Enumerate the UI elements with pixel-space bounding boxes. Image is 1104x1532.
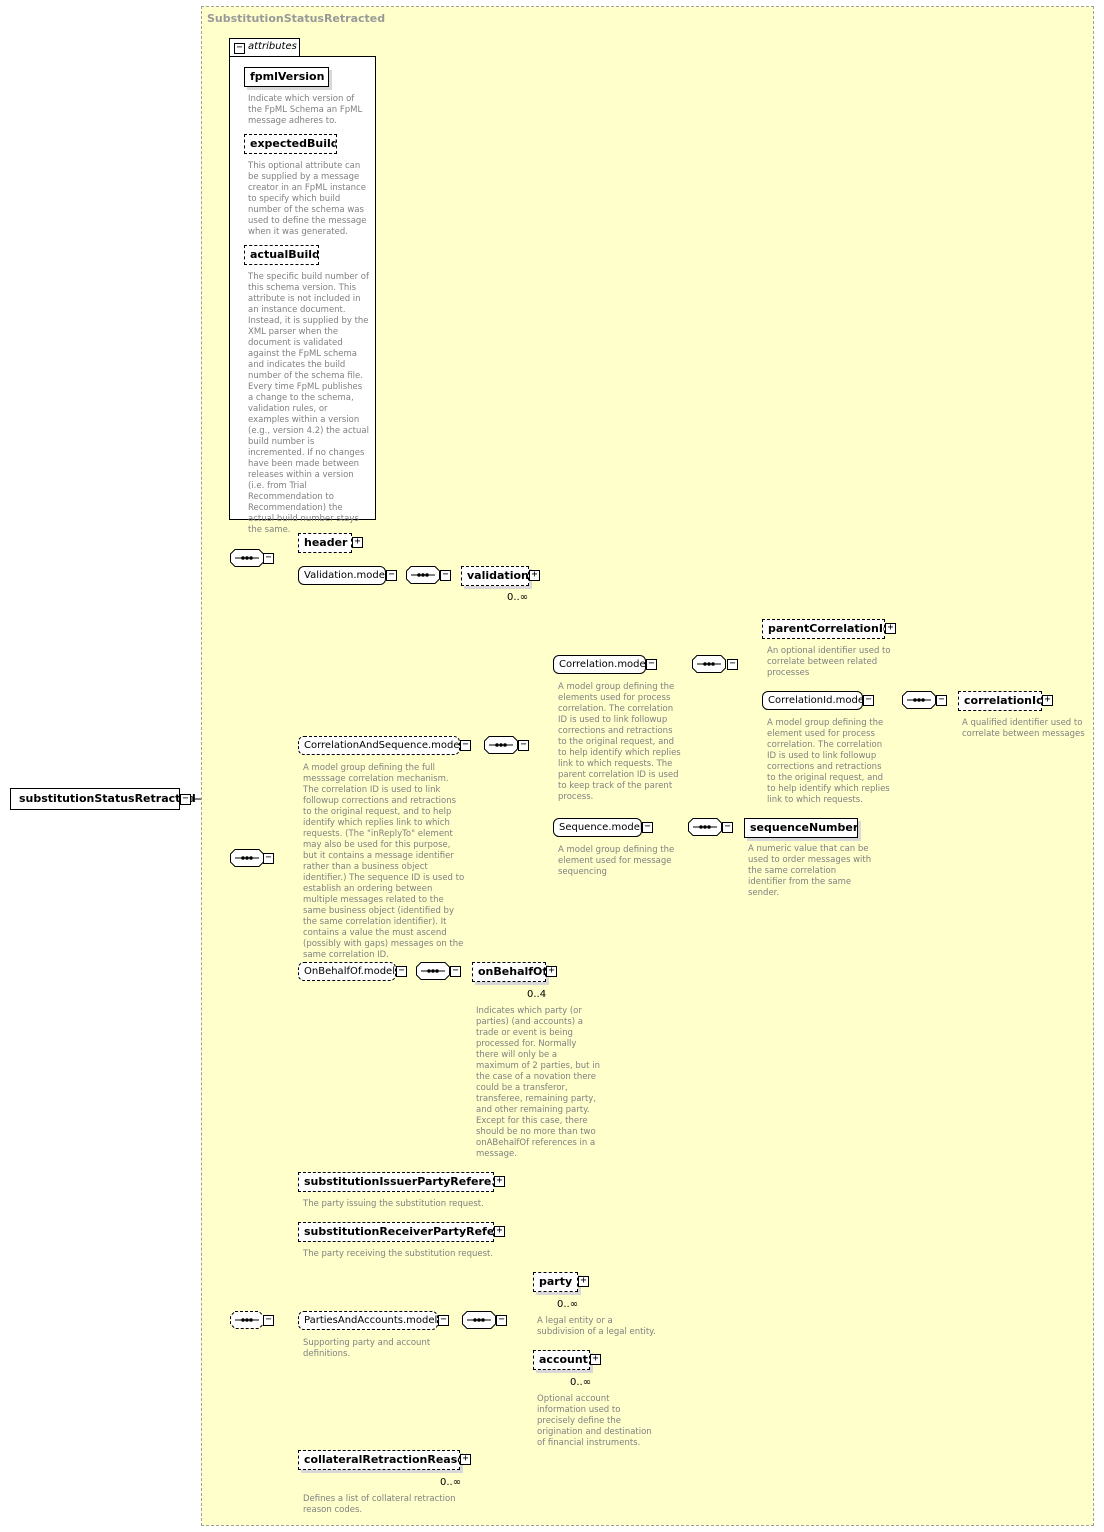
sequence-compositor-icon[interactable] [406,566,440,584]
correlation-id-model-desc: A model group defining the element used … [767,718,890,805]
collapse-icon[interactable]: − [722,822,733,833]
parent-correlation-id-desc: An optional identifier used to correlate… [767,646,891,678]
collapse-icon[interactable]: − [646,659,657,670]
sequence-compositor-icon[interactable] [484,736,518,754]
expand-icon[interactable]: + [546,966,557,977]
element-validation[interactable]: validation [461,566,529,586]
expand-icon[interactable]: + [590,1354,601,1365]
collapse-icon[interactable]: − [396,966,407,977]
collateral-retraction-reason-desc: Defines a list of collateral retraction … [303,1494,456,1515]
sequence-number-desc: A numeric value that can be used to orde… [748,844,872,898]
collapse-icon[interactable]: − [263,553,274,564]
expand-icon[interactable]: + [494,1226,505,1237]
sequence-compositor-icon[interactable] [230,1311,264,1329]
collapse-icon[interactable]: − [438,1315,449,1326]
substitution-receiver-desc: The party receiving the substitution req… [303,1249,494,1259]
group-correlation-model[interactable]: Correlation.model [553,655,646,674]
collapse-icon[interactable]: − [386,570,397,581]
element-header[interactable]: header [298,533,352,553]
validation-cardinality: 0..∞ [507,592,529,603]
expand-icon[interactable]: + [352,537,363,548]
collapse-icon[interactable]: − [440,570,451,581]
element-correlation-id[interactable]: correlationId [958,691,1042,711]
element-sequence-number[interactable]: sequenceNumber [744,818,858,838]
correlation-model-desc: A model group defining the elements used… [558,682,681,802]
collapse-icon[interactable]: − [642,822,653,833]
group-validation-model[interactable]: Validation.model [298,566,386,585]
sequence-compositor-icon[interactable] [230,849,264,867]
element-substitution-issuer-party-reference[interactable]: substitutionIssuerPartyRefere... [298,1172,494,1192]
collapse-icon[interactable]: − [263,853,274,864]
expand-icon[interactable]: + [529,570,540,581]
account-desc: Optional account information used to pre… [537,1394,652,1448]
attributes-box [229,56,376,520]
account-cardinality: 0..∞ [570,1377,592,1388]
expand-icon[interactable]: + [494,1176,505,1187]
collapse-icon[interactable]: − [450,966,461,977]
on-behalf-of-cardinality: 0..4 [527,989,547,1000]
collapse-icon[interactable]: − [518,740,529,751]
sequence-compositor-icon[interactable] [902,691,936,709]
panel-title: SubstitutionStatusRetracted [207,12,386,25]
collapse-icon[interactable]: − [936,695,947,706]
attributes-tab[interactable] [229,38,300,57]
on-behalf-of-desc: Indicates which party (or parties) (and … [476,1006,600,1159]
correlation-and-sequence-desc: A model group defining the full messsage… [303,763,465,960]
substitution-issuer-desc: The party issuing the substitution reque… [303,1199,484,1209]
element-account[interactable]: account [533,1350,590,1370]
group-correlation-and-sequence-model[interactable]: CorrelationAndSequence.model [298,736,460,755]
attribute-fpmlversion-desc: Indicate which version of the FpML Schem… [248,94,363,126]
expand-icon[interactable]: + [578,1276,589,1287]
collapse-icon[interactable]: − [727,659,738,670]
parties-and-accounts-desc: Supporting party and account definitions… [303,1338,431,1359]
collapse-icon[interactable]: − [460,740,471,751]
collapse-icon[interactable]: − [180,794,191,805]
expand-icon[interactable]: + [885,623,896,634]
collapse-icon[interactable]: − [263,1315,274,1326]
sequence-compositor-icon[interactable] [416,962,450,980]
sequence-model-desc: A model group defining the element used … [558,845,675,877]
attributes-tab-label: attributes [248,41,297,52]
group-sequence-model[interactable]: Sequence.model [553,818,642,837]
group-correlation-id-model[interactable]: CorrelationId.model [762,691,863,710]
collapse-icon[interactable]: − [496,1315,507,1326]
collapse-icon[interactable]: − [234,43,245,54]
expand-icon[interactable]: + [1042,695,1053,706]
attribute-actualbuild-desc: The specific build number of this schema… [248,272,370,535]
group-parties-and-accounts-model[interactable]: PartiesAndAccounts.model [298,1311,438,1330]
element-on-behalf-of[interactable]: onBehalfOf [472,962,546,982]
sequence-compositor-icon[interactable] [230,549,264,567]
collapse-icon[interactable]: − [863,695,874,706]
sequence-compositor-icon[interactable] [462,1311,496,1329]
sequence-compositor-icon[interactable] [692,655,726,673]
root-element[interactable]: substitutionStatusRetracted [10,788,196,810]
attribute-expectedbuild[interactable]: expectedBuild [244,134,337,154]
correlation-id-desc: A qualified identifier used to correlate… [962,718,1085,739]
expand-icon[interactable]: + [460,1454,471,1465]
group-on-behalf-of-model[interactable]: OnBehalfOf.model [298,962,396,981]
attribute-actualbuild[interactable]: actualBuild [244,245,319,265]
element-party[interactable]: party [533,1272,578,1292]
collateral-retraction-reason-cardinality: 0..∞ [440,1477,462,1488]
sequence-compositor-icon[interactable] [688,818,722,836]
element-collateral-retraction-reason[interactable]: collateralRetractionReason [298,1450,460,1470]
attribute-expectedbuild-desc: This optional attribute can be supplied … [248,161,367,237]
party-desc: A legal entity or a subdivision of a leg… [537,1316,656,1337]
element-parent-correlation-id[interactable]: parentCorrelationId [762,619,885,639]
element-substitution-receiver-party-reference[interactable]: substitutionReceiverPartyRefe... [298,1222,494,1242]
party-cardinality: 0..∞ [557,1299,579,1310]
attribute-fpmlversion[interactable]: fpmlVersion [244,67,329,87]
